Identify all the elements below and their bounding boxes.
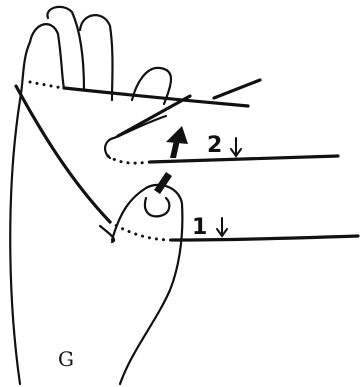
string-1-label: 1 xyxy=(192,215,207,240)
top-string-dotted xyxy=(30,82,62,88)
thumb-nail xyxy=(145,198,169,216)
thumb xyxy=(112,185,182,384)
middle-finger xyxy=(47,7,84,90)
little-finger-curl xyxy=(105,116,166,158)
pull-up-arrow-icon xyxy=(166,126,188,158)
string-1-label-group: 1 xyxy=(192,215,227,240)
string-2 xyxy=(150,156,338,162)
strings xyxy=(16,80,358,240)
diagonal-string xyxy=(16,86,110,222)
index-finger xyxy=(30,24,64,88)
string-2-arrow-down-icon xyxy=(231,138,241,156)
string-1-arrow-down-icon xyxy=(217,218,227,236)
hand-drawing xyxy=(10,7,182,384)
corner-mark-label: G xyxy=(58,347,74,371)
string-1-dotted xyxy=(110,222,172,240)
thumb-tip-marker xyxy=(154,172,172,194)
string-2-label-group: 2 xyxy=(207,133,241,158)
string-2-label: 2 xyxy=(207,133,222,158)
pull-up-arrow-head xyxy=(166,126,188,144)
loose-strand-upper xyxy=(214,80,260,98)
string-2-dotted xyxy=(108,156,150,163)
